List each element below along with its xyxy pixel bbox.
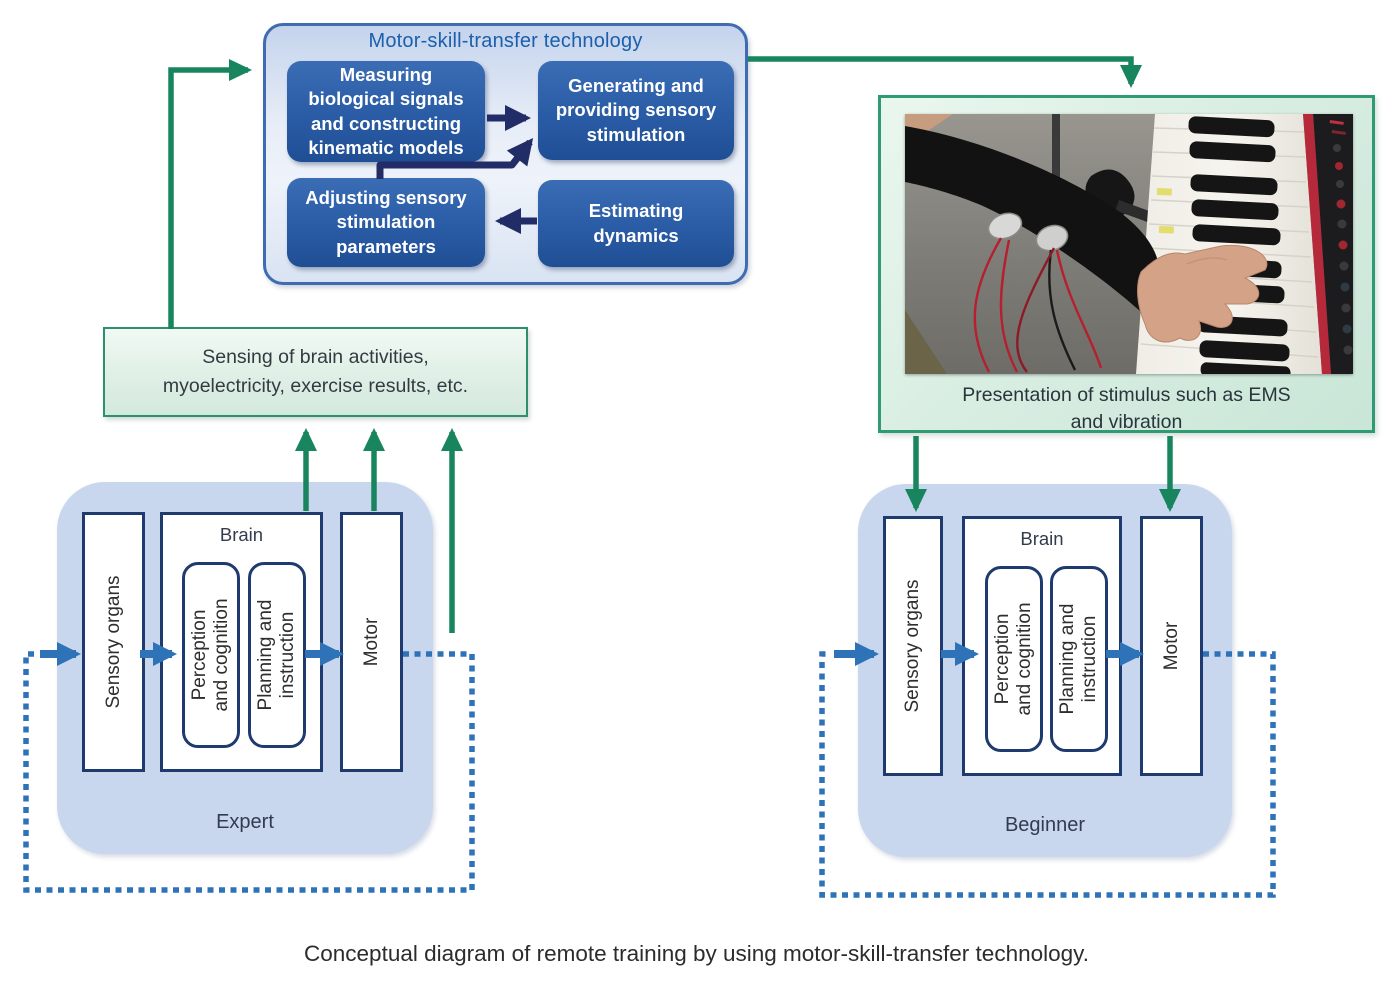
beginner-planning-label: Planning and instruction	[1057, 603, 1100, 715]
photo-piano-knobs	[1329, 119, 1353, 355]
photo-stand-arm	[1115, 199, 1153, 223]
photo-hand-detail	[1186, 257, 1228, 265]
photo-ems-sleeve	[905, 126, 1160, 312]
expert-motor-box: Motor	[340, 512, 403, 772]
stimulus-panel: Presentation of stimulus such as EMS and…	[878, 95, 1375, 433]
photo-key-stickers	[1156, 188, 1174, 234]
beginner-planning-box: Planning and instruction	[1050, 566, 1108, 752]
ems-piano-photo-art	[905, 114, 1353, 374]
stimulus-caption: Presentation of stimulus such as EMS and…	[962, 384, 1291, 434]
measuring-signals-box: Measuring biological signals and constru…	[287, 61, 485, 162]
expert-motor-label: Motor	[360, 617, 382, 667]
beginner-motor-label: Motor	[1160, 621, 1182, 671]
beginner-perception-box: Perception and cognition	[985, 566, 1043, 752]
adjusting-parameters-box: Adjusting sensory stimulation parameters	[287, 178, 485, 267]
generating-stimulation-box: Generating and providing sensory stimula…	[538, 61, 734, 160]
ems-piano-photo	[905, 114, 1353, 374]
expert-sensory-organs-box: Sensory organs	[82, 512, 145, 772]
expert-planning-label: Planning and instruction	[255, 599, 298, 711]
beginner-brain-label: Brain	[1020, 528, 1064, 549]
photo-wires	[973, 237, 1103, 373]
photo-stand-pole	[1052, 114, 1060, 180]
photo-shirt	[905, 310, 947, 374]
beginner-brain-box: Brain Perception and cognition Planning …	[962, 516, 1122, 776]
photo-hand	[1137, 244, 1268, 343]
beginner-sensory-organs-box: Sensory organs	[883, 516, 943, 776]
expert-perception-label: Perception and cognition	[189, 598, 232, 712]
figure-caption: Conceptual diagram of remote training by…	[304, 941, 1089, 966]
photo-electrodes	[987, 212, 1069, 252]
beginner-sensory-organs-label: Sensory organs	[902, 579, 924, 713]
photo-piano-red-trim	[1303, 114, 1331, 374]
beginner-title: Beginner	[1004, 814, 1086, 836]
beginner-motor-box: Motor	[1140, 516, 1203, 776]
expert-perception-box: Perception and cognition	[182, 562, 240, 748]
expert-brain-label: Brain	[219, 524, 264, 545]
arrow-mst-to-stimulus	[748, 56, 1142, 88]
expert-title: Expert	[216, 811, 274, 833]
beginner-perception-label: Perception and cognition	[992, 602, 1035, 716]
sensing-box: Sensing of brain activities, myoelectric…	[103, 327, 528, 417]
estimating-dynamics-box: Estimating dynamics	[538, 180, 734, 267]
arrow-sensing-to-mst	[168, 59, 252, 329]
motor-skill-transfer-title: Motor-skill-transfer technology	[368, 30, 643, 52]
expert-brain-box: Brain Perception and cognition Planning …	[160, 512, 323, 772]
expert-planning-box: Planning and instruction	[248, 562, 306, 748]
expert-sensory-organs-label: Sensory organs	[102, 575, 124, 709]
